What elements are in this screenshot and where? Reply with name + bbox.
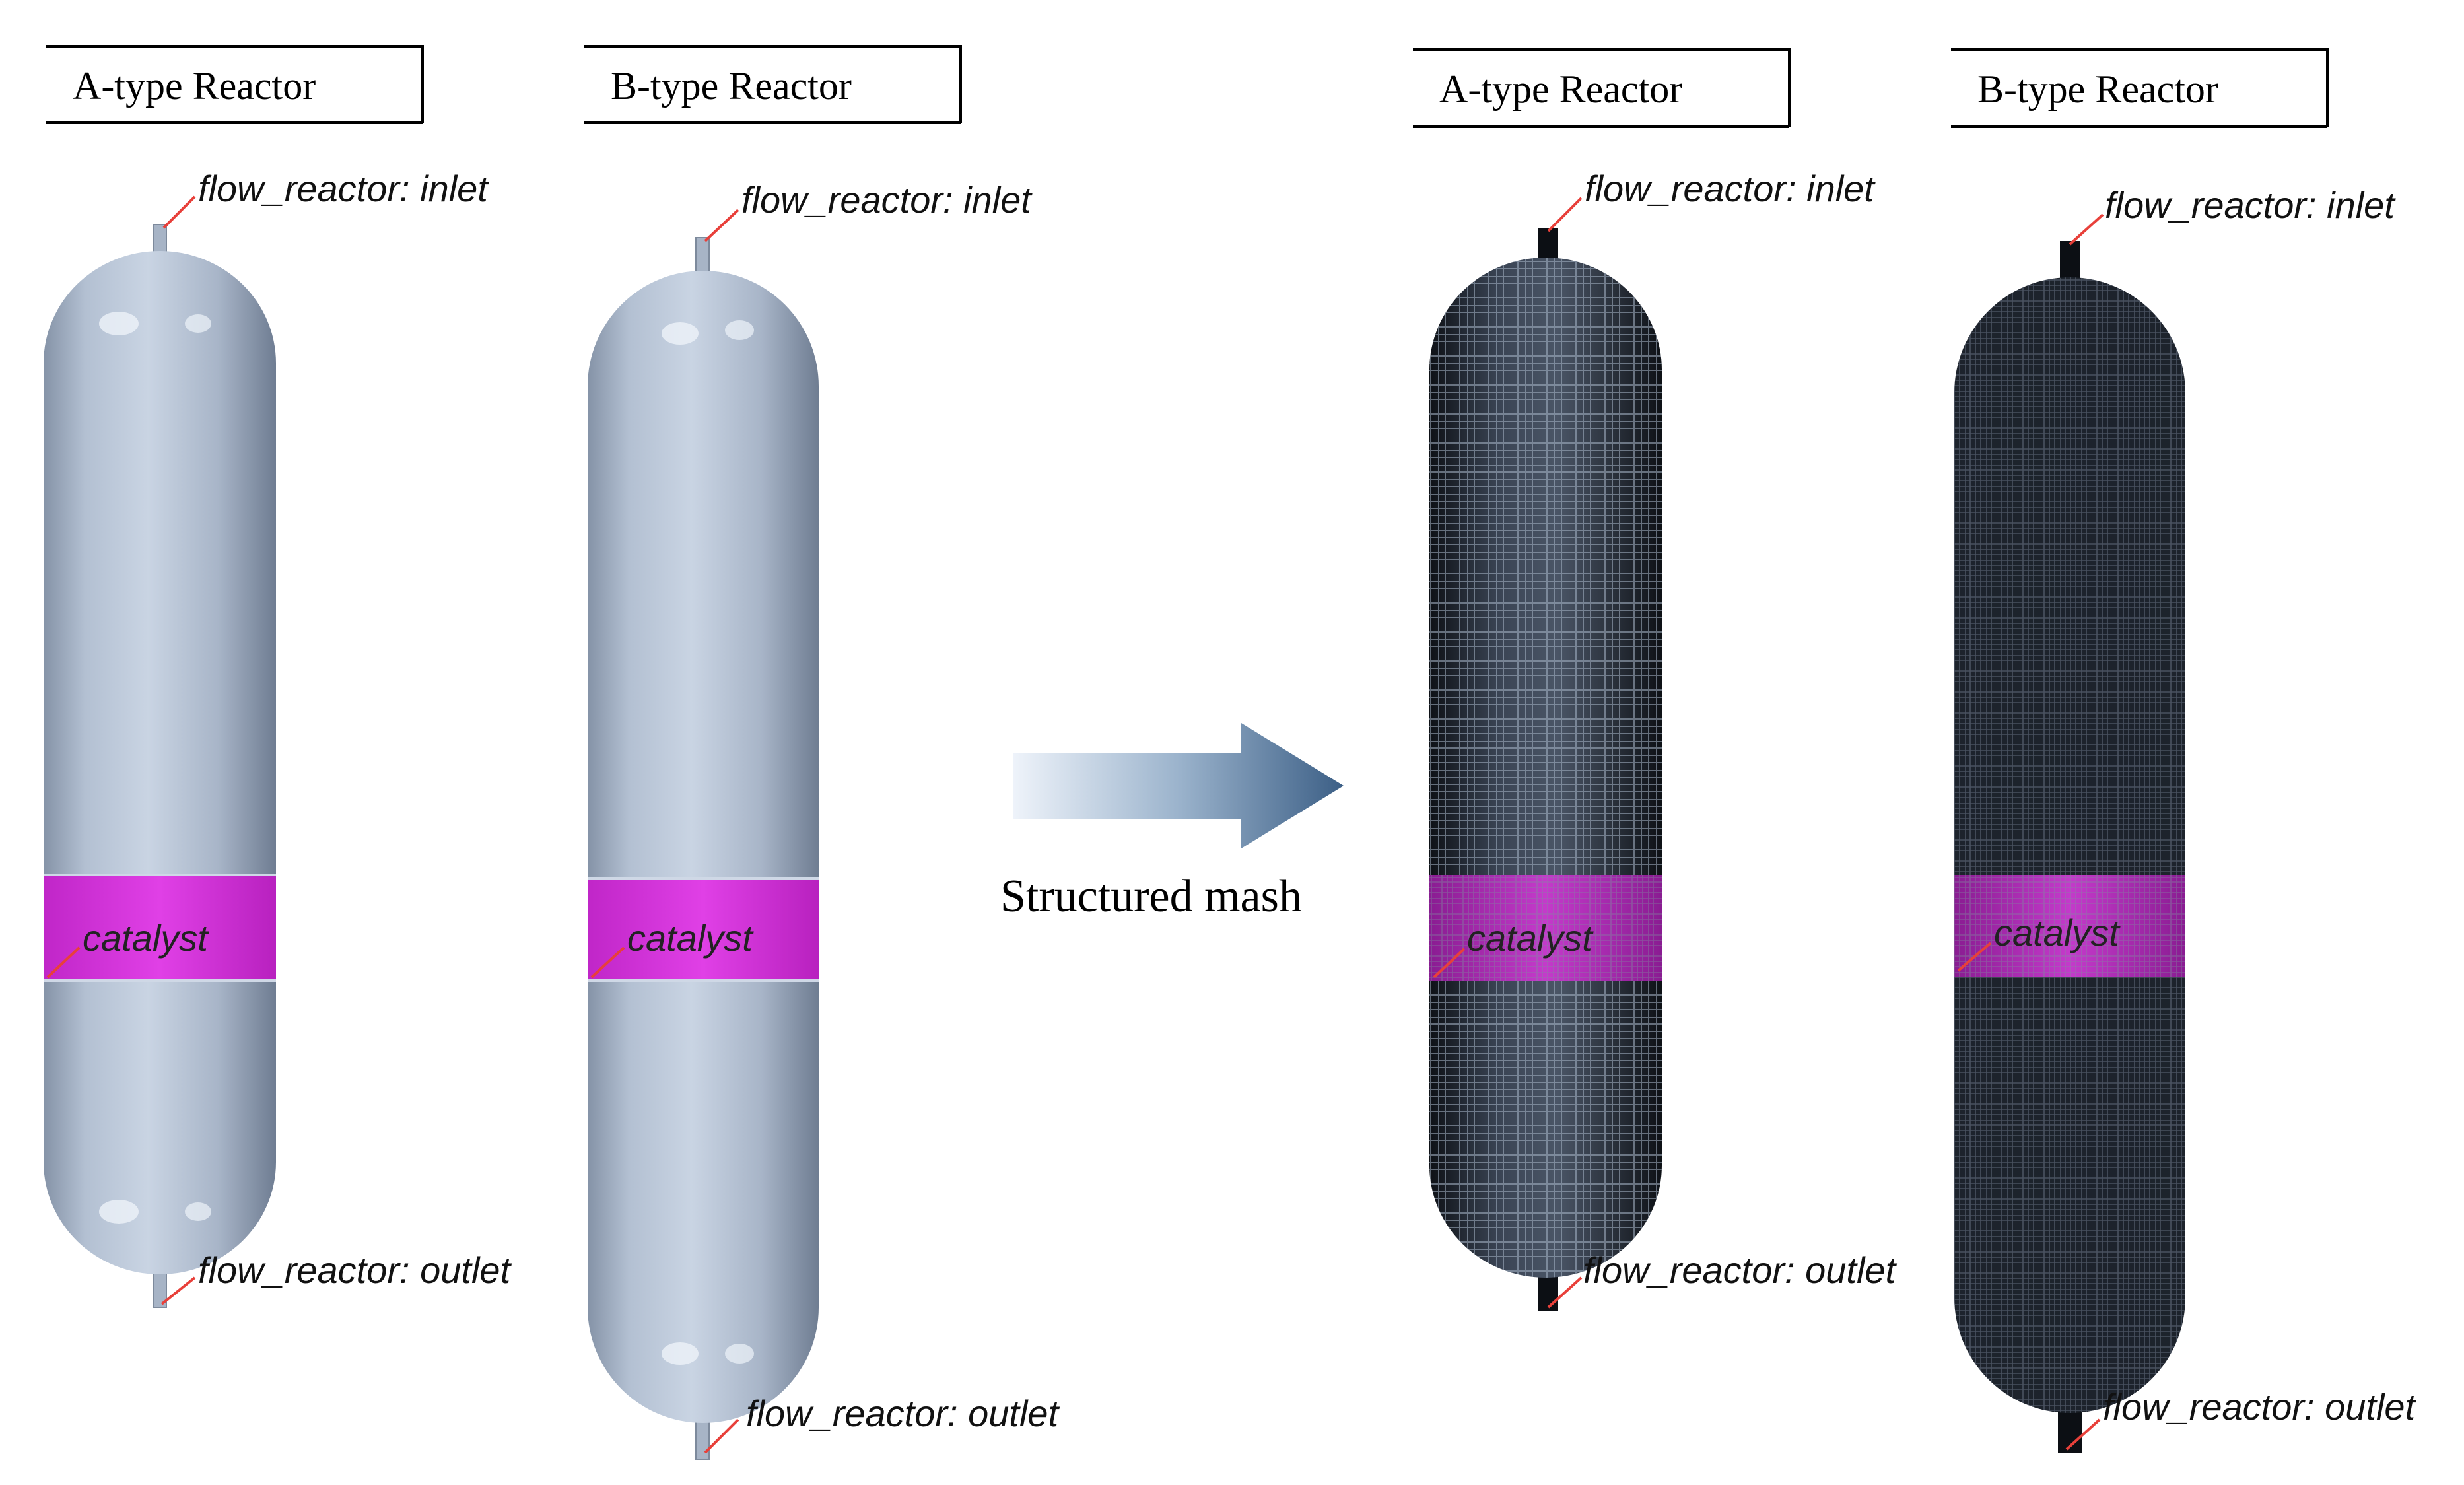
catalyst-zone-b bbox=[588, 878, 819, 981]
mesh-b-panel: B-type Reactor catalyst flow_reactor: in… bbox=[1951, 48, 2417, 1453]
title-box-b-mesh: B-type Reactor bbox=[1951, 48, 2329, 128]
arrow-label: Structured mash bbox=[1000, 871, 1302, 922]
outlet-leader-b bbox=[704, 1418, 739, 1454]
inlet-leader-mesh-b bbox=[2069, 213, 2104, 246]
outlet-leader-a bbox=[160, 1276, 196, 1305]
outlet-leader-mesh-b bbox=[2065, 1418, 2101, 1451]
mesh-a-panel: A-type Reactor catalyst flow_reactor: in… bbox=[1413, 48, 1898, 1311]
title-box-a-geometry: A-type Reactor bbox=[46, 45, 424, 124]
title-a-mesh: A-type Reactor bbox=[1439, 67, 1682, 111]
catalyst-leader-mesh-a bbox=[1433, 948, 1466, 979]
outlet-label-mesh-b: flow_reactor: outlet bbox=[2103, 1386, 2417, 1428]
catalyst-label-b: catalyst bbox=[627, 917, 754, 959]
catalyst-label-a: catalyst bbox=[83, 917, 209, 959]
transition-arrow: Structured mash bbox=[1000, 723, 1344, 922]
geometry-b-panel: B-type Reactor catalyst flow_reactor: in… bbox=[584, 45, 1060, 1460]
title-a-geometry: A-type Reactor bbox=[73, 64, 316, 108]
catalyst-label-mesh-a: catalyst bbox=[1467, 917, 1594, 959]
geometry-a-panel: A-type Reactor catalyst flow_reactor: in… bbox=[44, 45, 512, 1308]
title-box-a-mesh: A-type Reactor bbox=[1413, 48, 1791, 128]
inlet-leader-mesh-a bbox=[1547, 197, 1583, 232]
outlet-label-a: flow_reactor: outlet bbox=[198, 1249, 512, 1291]
vessel-a bbox=[44, 251, 276, 1274]
arrow-shape bbox=[1013, 723, 1344, 848]
inlet-label-mesh-b: flow_reactor: inlet bbox=[2105, 184, 2396, 226]
catalyst-leader-b bbox=[590, 946, 625, 979]
outlet-leader-mesh-a bbox=[1547, 1276, 1583, 1309]
title-box-b-geometry: B-type Reactor bbox=[584, 45, 962, 124]
outlet-label-mesh-a: flow_reactor: outlet bbox=[1583, 1249, 1898, 1291]
outlet-label-b: flow_reactor: outlet bbox=[746, 1393, 1060, 1434]
inlet-leader-a bbox=[162, 195, 196, 229]
inlet-leader-b bbox=[704, 209, 739, 242]
catalyst-leader-mesh-b bbox=[1957, 942, 1992, 972]
catalyst-zone-a bbox=[44, 875, 276, 981]
inlet-label-mesh-a: flow_reactor: inlet bbox=[1585, 168, 1876, 209]
catalyst-label-mesh-b: catalyst bbox=[1994, 912, 2121, 953]
inlet-label-a: flow_reactor: inlet bbox=[198, 168, 489, 209]
title-b-mesh: B-type Reactor bbox=[1977, 67, 2218, 111]
catalyst-leader-a bbox=[46, 946, 81, 979]
title-b-geometry: B-type Reactor bbox=[611, 64, 852, 108]
inlet-label-b: flow_reactor: inlet bbox=[741, 179, 1033, 221]
vessel-b bbox=[588, 271, 819, 1423]
